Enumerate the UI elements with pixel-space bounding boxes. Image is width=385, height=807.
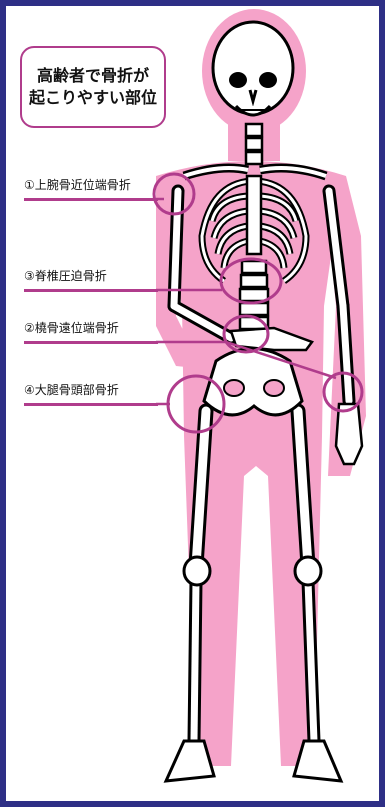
label-underline-2 [24, 341, 158, 344]
title-line-2: 起こりやすい部位 [29, 87, 157, 109]
title-line-1: 高齢者で骨折が [37, 65, 149, 87]
title-box: 高齢者で骨折が 起こりやすい部位 [20, 46, 166, 128]
label-underline-4 [24, 403, 158, 406]
label-proximal-humerus-fracture: ①上腕骨近位端骨折 [24, 176, 131, 193]
sternum [247, 176, 261, 254]
skull [213, 22, 293, 115]
label-vertebral-compression-fracture: ③脊椎圧迫骨折 [24, 267, 107, 284]
label-distal-radius-fracture: ②橈骨遠位端骨折 [24, 319, 119, 336]
diagram-frame: 高齢者で骨折が 起こりやすい部位 ①上腕骨近位端骨折 ③脊椎圧迫骨折 ②橈骨遠位… [6, 6, 379, 801]
label-femoral-head-fracture: ④大腿骨頭部骨折 [24, 381, 119, 398]
feet [166, 741, 341, 781]
label-underline-3 [24, 289, 158, 292]
label-underline-1 [24, 198, 158, 201]
knees [184, 557, 321, 585]
pelvis [204, 349, 302, 415]
